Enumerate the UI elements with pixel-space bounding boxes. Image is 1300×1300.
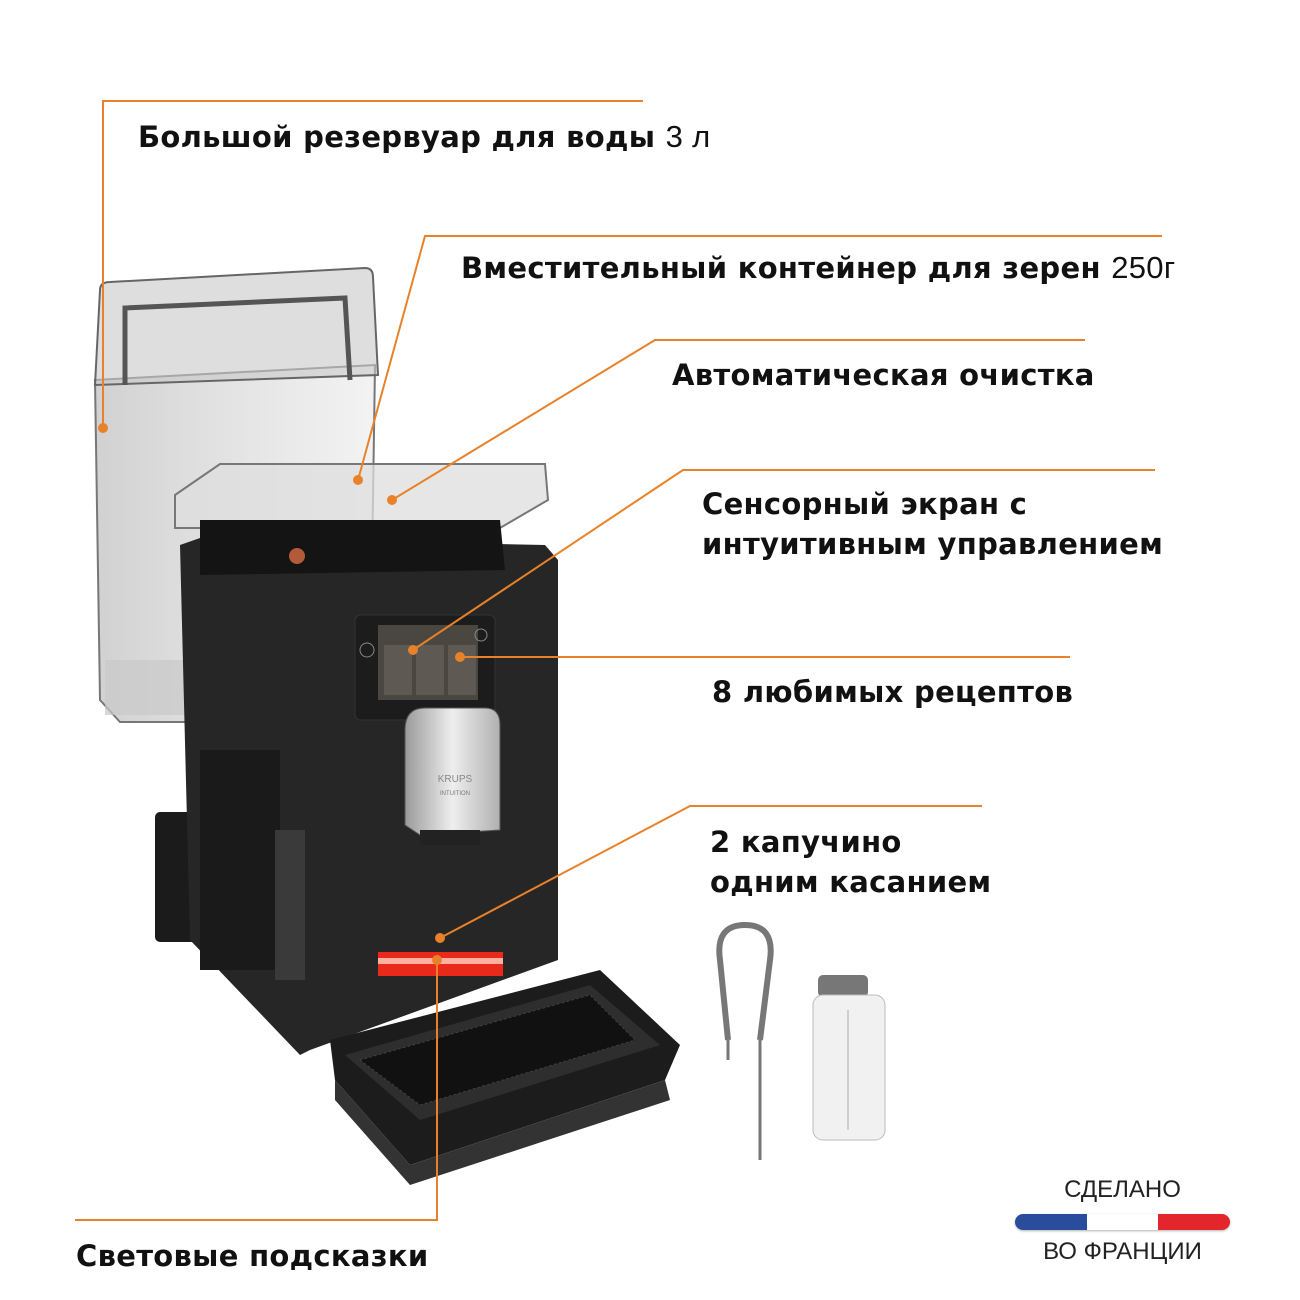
power-icon (359, 642, 375, 658)
feature-line: Сенсорный экран с (702, 487, 1028, 521)
drip-tray (330, 970, 680, 1185)
badge-top-text: СДЕЛАНО (1064, 1176, 1181, 1203)
feature-light-hints: Световые подсказки (76, 1239, 429, 1273)
callout-lines (75, 100, 1162, 1221)
feature-touchscreen: Сенсорный экран с интуитивным управлением (702, 484, 1163, 564)
feature-water-tank: Большой резервуар для воды 3 л (138, 117, 710, 157)
coffee-spout: KRUPS INTUITION (404, 707, 501, 845)
feature-title: Вместительный контейнер для зерен (461, 251, 1101, 285)
feature-line: 2 капучино (710, 825, 902, 859)
feature-recipes: 8 любимых рецептов (712, 675, 1074, 709)
feature-value: 3 л (665, 119, 711, 154)
bean-container-lid (174, 463, 550, 529)
milk-tube (716, 921, 774, 1160)
brand-logo: KRUPS (438, 774, 473, 785)
feature-title: Большой резервуар для воды (138, 120, 656, 154)
made-in-france-badge: СДЕЛАНО ВО ФРАНЦИИ (1015, 1176, 1230, 1266)
milk-bottle (812, 975, 886, 1141)
feature-cappuccino: 2 капучино одним касанием (710, 822, 991, 902)
feature-line: одним касанием (710, 865, 992, 899)
feature-auto-cleaning: Автоматическая очистка (672, 358, 1095, 392)
callout-dots (98, 423, 465, 965)
french-flag-icon (1015, 1214, 1230, 1230)
feature-bean-container: Вместительный контейнер для зерен 250г (461, 248, 1175, 288)
feature-value: 250г (1111, 250, 1176, 285)
feature-line: интуитивным управлением (702, 527, 1164, 561)
badge-bottom-text: ВО ФРАНЦИИ (1043, 1238, 1202, 1265)
svg-text:INTUITION: INTUITION (440, 791, 470, 797)
